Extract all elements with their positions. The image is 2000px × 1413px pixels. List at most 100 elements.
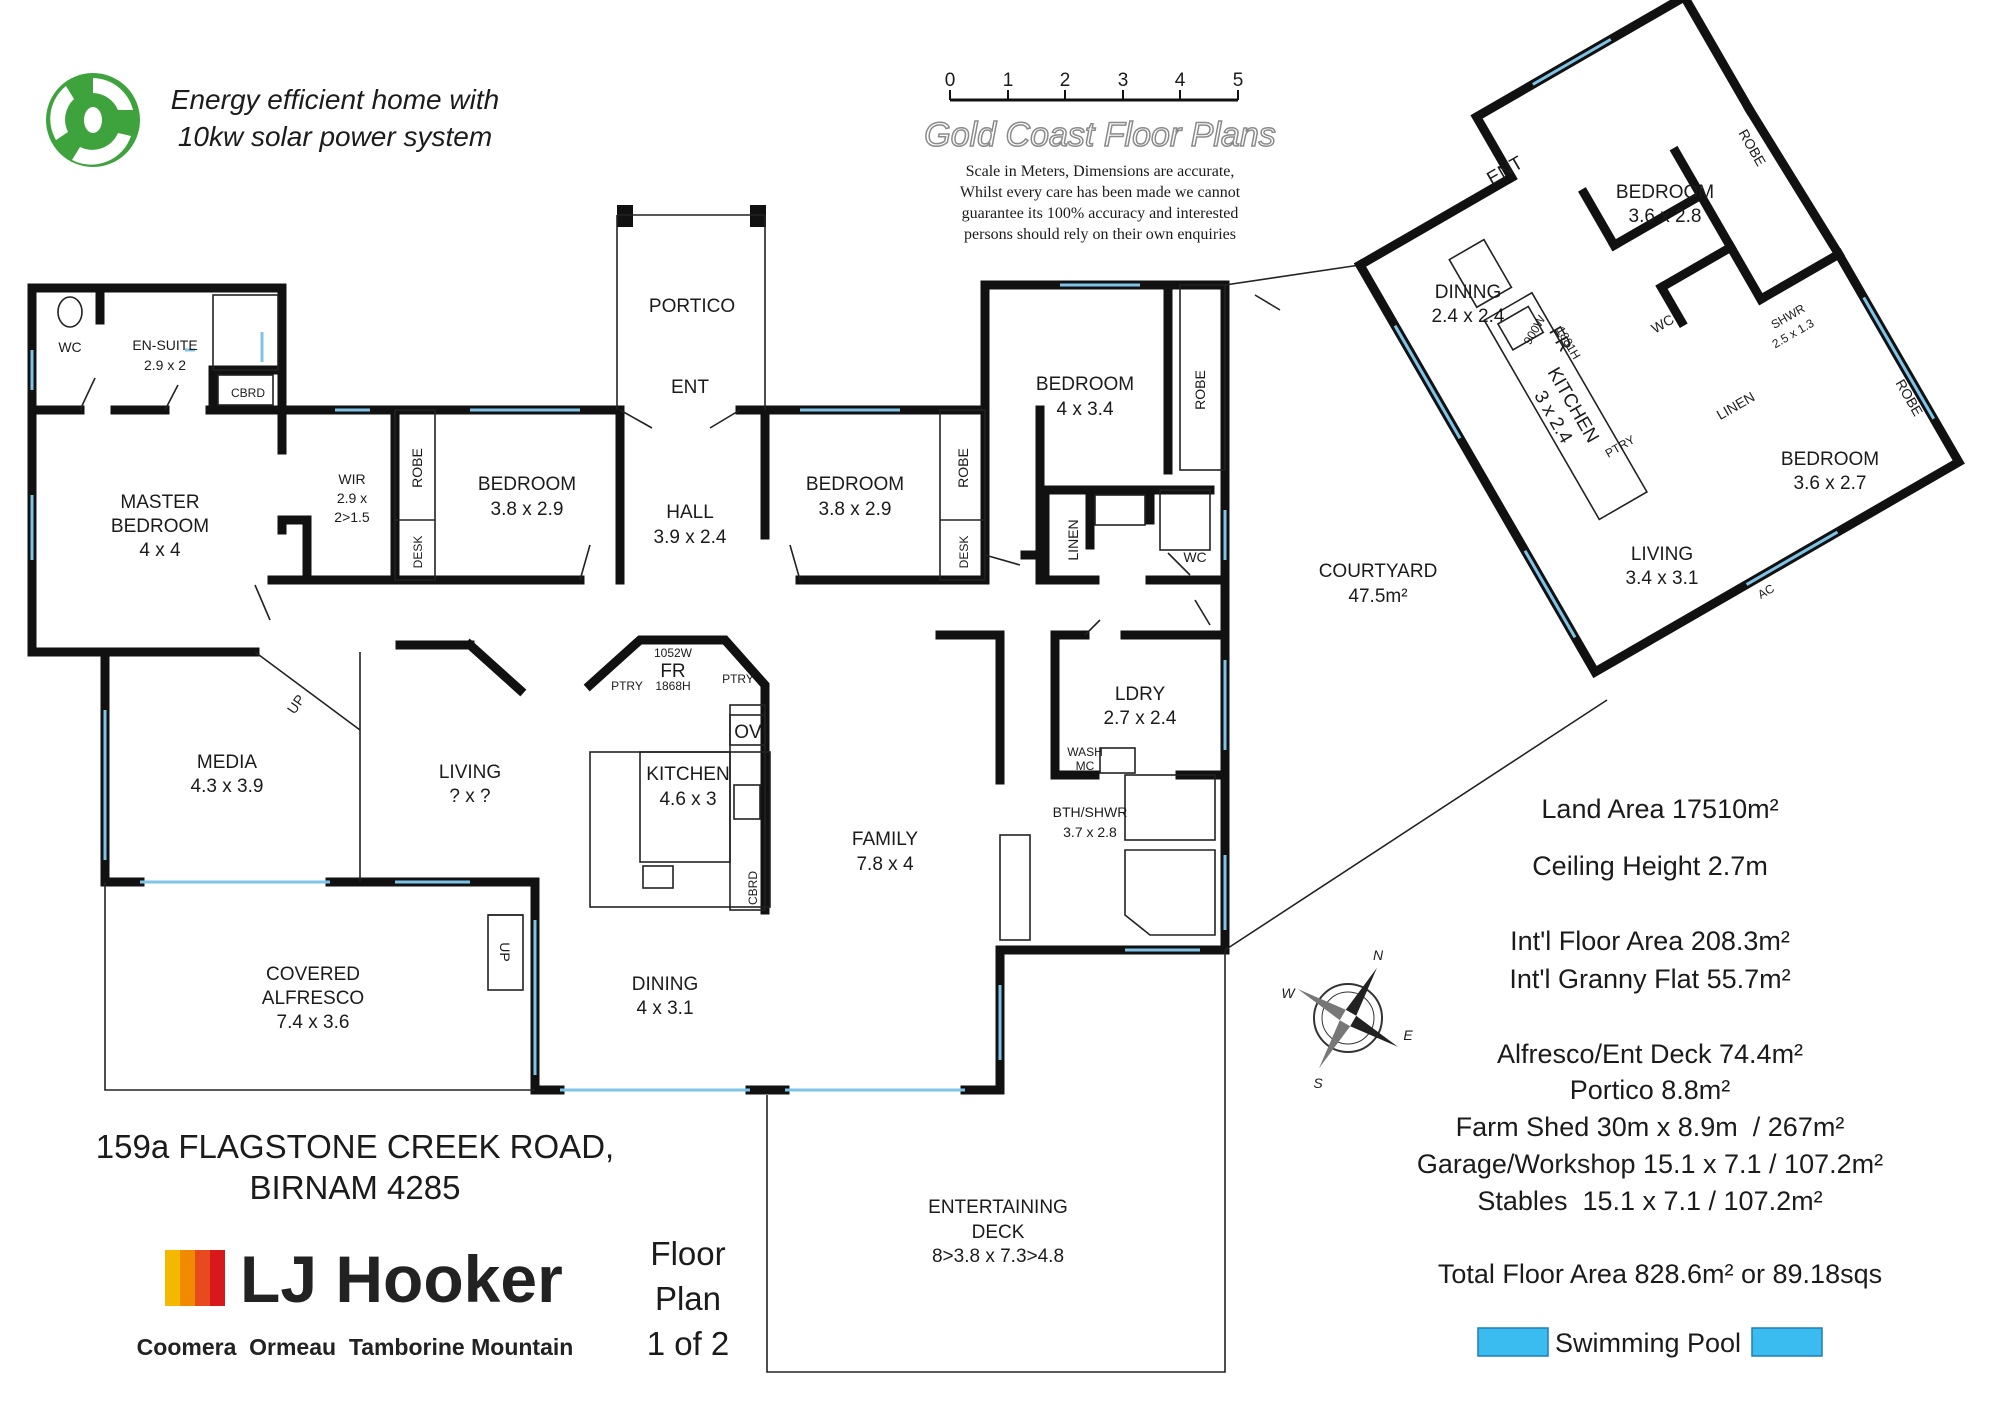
scale-tick-1: 1 — [1003, 70, 1014, 91]
legend-pool: Swimming Pool — [1555, 1328, 1741, 1358]
address-line-1: 159a FLAGSTONE CREEK ROAD, — [96, 1128, 614, 1165]
label-ldry: LDRY — [1115, 684, 1166, 705]
label-ent: ENT — [671, 377, 709, 398]
plan-label-2: Plan — [655, 1280, 721, 1317]
stat-land-area: Land Area 17510m² — [1541, 794, 1778, 824]
label-ptry-1: PTRY — [611, 679, 643, 693]
label-dining-dim: 4 x 3.1 — [636, 998, 693, 1019]
energy-text-1: Energy efficient home with — [171, 84, 499, 115]
label-ldry-dim: 2.7 x 2.4 — [1104, 708, 1177, 729]
label-bed1: BEDROOM — [478, 474, 576, 495]
main-windows — [30, 283, 1227, 1092]
label-media-dim: 4.3 x 3.9 — [191, 776, 264, 797]
label-master-1: MASTER — [120, 492, 199, 513]
compass-s: S — [1313, 1075, 1323, 1091]
label-wc: WC — [58, 339, 81, 355]
label-family-dim: 7.8 x 4 — [856, 854, 913, 875]
granny-fr-top: 900W — [1521, 312, 1549, 347]
scale-tick-3: 3 — [1118, 70, 1129, 91]
label-robe-2: ROBE — [955, 448, 971, 488]
label-cbrd-2: CBRD — [746, 871, 760, 905]
label-bed3-dim: 4 x 3.4 — [1056, 399, 1113, 420]
label-wir: WIR — [338, 471, 365, 487]
stat-farm-shed: Farm Shed 30m x 8.9m / 267m² — [1456, 1112, 1845, 1142]
label-fr: FR — [660, 661, 685, 682]
stat-portico: Portico 8.8m² — [1570, 1075, 1731, 1105]
label-bth-dim: 3.7 x 2.8 — [1063, 824, 1117, 840]
stat-ceiling-height: Ceiling Height 2.7m — [1532, 851, 1768, 881]
total-floor-area: Total Floor Area 828.6m² or 89.18sqs — [1438, 1259, 1882, 1289]
agency-logo — [165, 1250, 225, 1306]
disclaimer-3: guarantee its 100% accuracy and interest… — [962, 205, 1239, 222]
label-living: LIVING — [439, 762, 501, 783]
label-master-dim: 4 x 4 — [139, 540, 181, 561]
granny-labels: ENT BEDROOM 3.6 x 2.8 ROBE DINING 2.4 x … — [1432, 126, 1927, 601]
label-desk-2: DESK — [957, 536, 971, 569]
energy-text-2: 10kw solar power system — [178, 121, 492, 152]
agency-name: LJ Hooker — [240, 1242, 563, 1316]
label-cbrd: CBRD — [231, 386, 265, 400]
label-fr-size1: 1052W — [654, 646, 693, 660]
room-labels: WC EN-SUITE 2.9 x 2 CBRD MASTER BEDROOM … — [58, 296, 1437, 1267]
label-hall: HALL — [666, 502, 714, 523]
compass-e: E — [1403, 1027, 1413, 1043]
granny-ptry: PTRY — [1603, 433, 1638, 461]
disclaimer-4: persons should rely on their own enquiri… — [964, 226, 1236, 243]
stat-garage: Garage/Workshop 15.1 x 7.1 / 107.2m² — [1417, 1149, 1883, 1179]
label-ensuite: EN-SUITE — [132, 337, 197, 353]
energy-logo — [46, 73, 140, 167]
label-wir-dim-2: 2>1.5 — [334, 509, 370, 525]
label-wir-dim-1: 2.9 x — [337, 490, 367, 506]
label-alfresco-1: COVERED — [266, 964, 360, 985]
granny-flat — [1353, 0, 1965, 679]
label-linen: LINEN — [1065, 519, 1081, 560]
compass-w: W — [1281, 985, 1296, 1001]
granny-living: LIVING — [1631, 544, 1693, 565]
compass-rose: N E S W — [1281, 947, 1413, 1091]
label-bed3: BEDROOM — [1036, 374, 1134, 395]
compass-n: N — [1373, 947, 1384, 963]
granny-bed-b-dim: 3.6 x 2.7 — [1794, 473, 1867, 494]
label-bed2-dim: 3.8 x 2.9 — [819, 499, 892, 520]
label-up-1: UP — [284, 692, 308, 717]
label-deck-1: ENTERTAINING — [928, 1197, 1068, 1218]
label-robe-3: ROBE — [1192, 370, 1208, 410]
granny-linen: LINEN — [1714, 388, 1758, 422]
label-robe-1: ROBE — [409, 448, 425, 488]
main-doors — [79, 294, 1281, 636]
label-wc-2: WC — [1183, 549, 1206, 565]
label-ov: OV — [734, 722, 762, 743]
label-alfresco-dim: 7.4 x 3.6 — [277, 1012, 350, 1033]
label-hall-dim: 3.9 x 2.4 — [654, 527, 727, 548]
label-ptry-2: PTRY — [722, 672, 754, 686]
property-stats: Land Area 17510m² Ceiling Height 2.7m In… — [1417, 794, 1883, 1289]
label-living-dim: ? x ? — [449, 786, 490, 807]
label-bed2: BEDROOM — [806, 474, 904, 495]
brand-title: Gold Coast Floor Plans — [924, 116, 1276, 154]
label-deck-2: DECK — [972, 1222, 1025, 1243]
granny-bed-a-dim: 3.6 x 2.8 — [1629, 206, 1702, 227]
stat-granny-flat: Int'l Granny Flat 55.7m² — [1509, 964, 1790, 994]
disclaimer-2: Whilst every care has been made we canno… — [960, 184, 1241, 201]
scale-tick-5: 5 — [1233, 70, 1244, 91]
label-alfresco-2: ALFRESCO — [262, 988, 364, 1009]
label-kitchen-dim: 4.6 x 3 — [659, 789, 716, 810]
granny-living-dim: 3.4 x 3.1 — [1626, 568, 1699, 589]
stat-stables: Stables 15.1 x 7.1 / 107.2m² — [1477, 1186, 1822, 1216]
main-thin-lines — [57, 214, 1608, 1373]
stat-floor-area: Int'l Floor Area 208.3m² — [1510, 926, 1790, 956]
label-master-2: BEDROOM — [111, 516, 209, 537]
scale-tick-2: 2 — [1060, 70, 1071, 91]
pool-swatch-right — [1751, 1327, 1823, 1357]
scale-tick-0: 0 — [945, 70, 956, 91]
granny-dining: DINING — [1435, 282, 1502, 303]
main-house-walls — [27, 205, 1230, 1095]
label-wash: WASH — [1067, 745, 1103, 759]
label-media: MEDIA — [197, 752, 258, 773]
label-fr-size2: 1868H — [655, 679, 690, 693]
plan-label-3: 1 of 2 — [647, 1325, 730, 1362]
label-up-2: UP — [497, 942, 513, 961]
legend: Swimming Pool — [1477, 1327, 1823, 1358]
label-bth: BTH/SHWR — [1053, 804, 1128, 820]
pool-swatch-left — [1477, 1327, 1549, 1357]
